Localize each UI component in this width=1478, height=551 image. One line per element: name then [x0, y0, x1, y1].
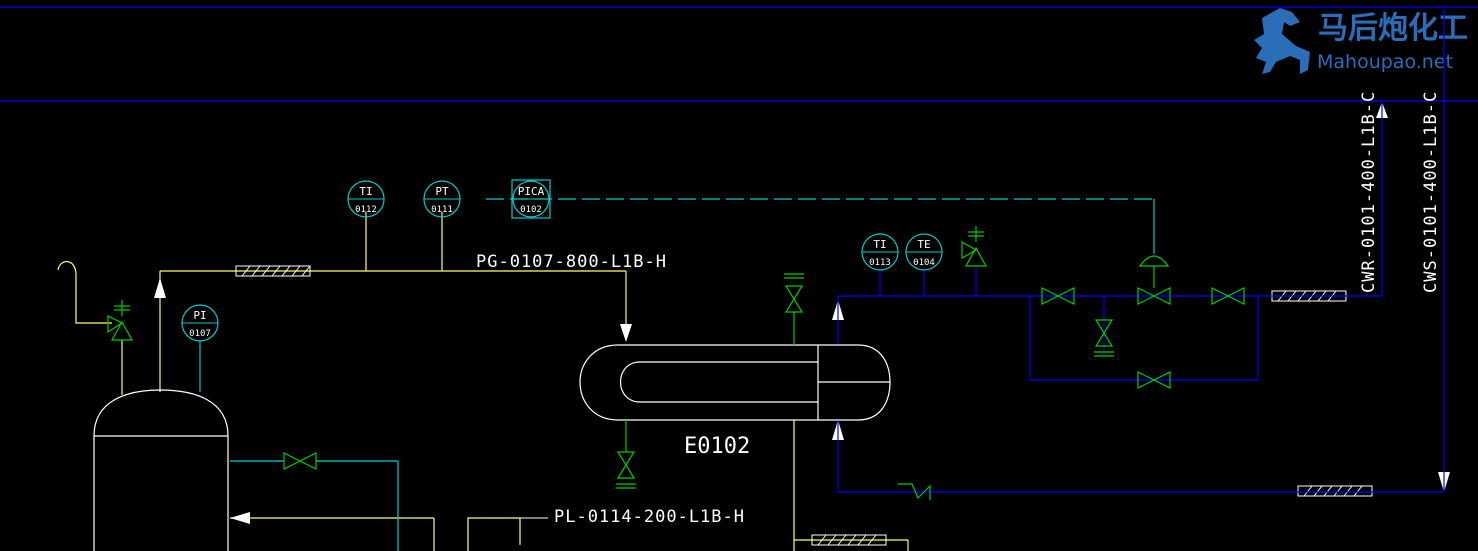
instrument-number: 0112: [355, 205, 377, 215]
instrument-signals: [199, 198, 1155, 551]
vessel: [93, 389, 229, 551]
gate-valve-icon: [1211, 287, 1245, 305]
instrument-ti-0112: TI 0112: [347, 180, 385, 218]
vent-valve-icon: [784, 285, 804, 313]
watermark-logo: 马后炮化工 Mahoupao.net: [1254, 8, 1468, 74]
exchanger-tag: E0102: [684, 434, 750, 459]
check-valve-icon: [898, 483, 931, 500]
gate-valve-icon: [283, 452, 317, 470]
instrument-pi-0107: PI 0107: [181, 304, 219, 342]
gate-valve-icon: [1137, 287, 1171, 305]
cw-return-label: CWR-0101-400-L1B-C: [1359, 91, 1379, 293]
insulation-hatches: [235, 265, 1373, 546]
gate-valve-icon: [1041, 287, 1075, 305]
drain-valve-icon: [616, 451, 636, 479]
instrument-te-0104: TE 0104: [905, 233, 943, 271]
instrument-function: TI: [873, 238, 886, 251]
cw-supply-label: CWS-0101-400-L1B-C: [1421, 91, 1441, 293]
gas-line-label: PG-0107-800-L1B-H: [476, 252, 667, 272]
relief-valve-icon: [110, 320, 134, 341]
instrument-number: 0102: [520, 205, 542, 215]
process-lines: [57, 212, 909, 551]
watermark-chinese: 马后炮化工: [1318, 11, 1468, 46]
instrument-number: 0111: [431, 205, 453, 215]
liquid-line-label: PL-0114-200-L1B-H: [554, 507, 745, 527]
instrument-pica-0102: PICA 0102: [511, 179, 551, 219]
instrument-number: 0113: [869, 258, 891, 268]
cooling-water-lines: [837, 7, 1445, 493]
watermark-url: Mahoupao.net: [1317, 51, 1453, 73]
horse-icon: [1254, 8, 1310, 74]
instrument-function: TE: [917, 238, 930, 251]
instrument-function: TI: [359, 185, 372, 198]
gate-valve-icon: [1137, 371, 1171, 389]
heat-exchanger: [579, 344, 891, 421]
instrument-ti-0113: TI 0113: [861, 233, 899, 271]
valves: [107, 226, 1245, 489]
instrument-number: 0104: [913, 258, 935, 268]
instrument-function: PICA: [518, 185, 545, 198]
instrument-function: PT: [435, 185, 449, 198]
instrument-number: 0107: [189, 329, 211, 339]
relief-valve-icon: [964, 246, 988, 267]
instrument-function: PI: [193, 309, 206, 322]
drain-valve-icon: [1094, 319, 1114, 347]
instrument-pt-0111: PT 0111: [423, 180, 461, 218]
drawing-frame: [0, 6, 1478, 102]
